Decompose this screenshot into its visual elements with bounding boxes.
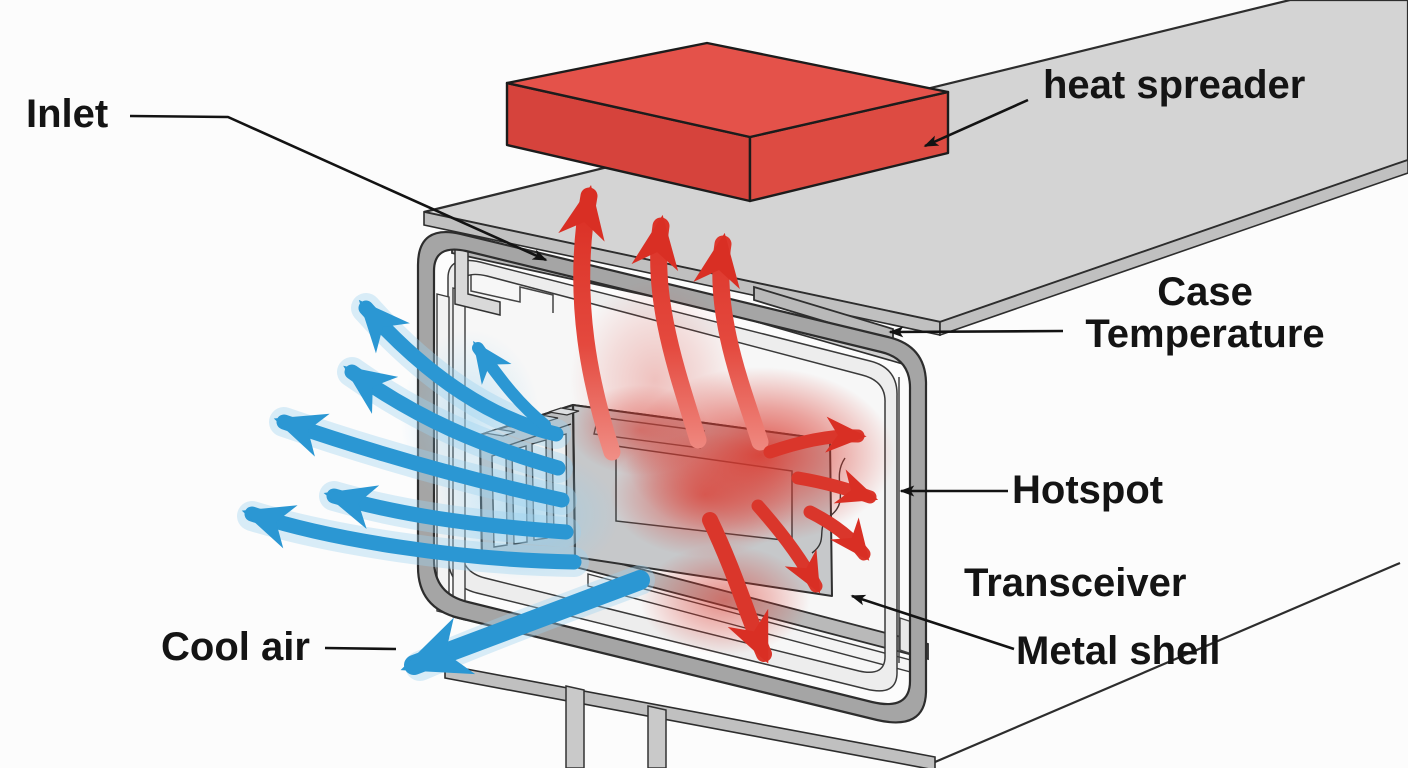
cool-air-arrow — [343, 364, 566, 476]
side-heat-arrow — [763, 416, 867, 459]
transceiver-label: Transceiver — [964, 561, 1187, 605]
leader-lines — [129, 98, 1064, 651]
metal-shell-label: Metal shell — [1016, 629, 1221, 673]
heat-flow-radiating — [702, 416, 879, 664]
cool-air-flow — [237, 293, 655, 681]
case-temperature-label-line2: Temperature — [1085, 312, 1325, 357]
rising-heat-arrow — [693, 232, 769, 451]
metal-shell-bezel — [416, 230, 928, 724]
case-temperature-leader-line — [888, 326, 1064, 338]
side-heat-arrow — [803, 505, 871, 561]
rising-heat-arrow — [558, 184, 621, 461]
cool-air-label: Cool air — [161, 625, 310, 669]
heat-spreader-leader-line — [923, 98, 1029, 148]
heat-spreader-label: heat spreader — [1043, 63, 1306, 107]
cool-air-leader-line — [324, 646, 397, 651]
rising-heat-arrow — [631, 214, 707, 449]
hotspot-label: Hotspot — [1012, 468, 1164, 512]
case-temperature-label-line1: Case — [1157, 270, 1253, 314]
case-temperature-label: Case Temperature — [1040, 271, 1370, 356]
heat-spreader-block — [505, 41, 950, 203]
bottom-plate-front-edge — [934, 561, 1401, 764]
mounting-post — [647, 705, 667, 768]
metal-shell-leader-line — [850, 594, 1015, 651]
inlet-leader-line — [129, 114, 548, 262]
heat-flow-rising — [558, 184, 769, 461]
cool-air-arrow — [273, 413, 570, 508]
bottom-plate — [444, 561, 1401, 768]
side-heat-arrow — [751, 499, 823, 594]
cool-air-arrow-inner — [472, 340, 551, 431]
cool-air-arrow — [358, 299, 564, 442]
side-heat-arrow — [791, 469, 879, 504]
cool-air-arrow-down — [400, 570, 650, 675]
mounting-post — [565, 685, 585, 768]
down-heat-arrow — [702, 512, 772, 664]
back-wall-notch-outline — [470, 261, 554, 313]
heat-spreader-top-face — [505, 41, 950, 139]
inlet-label: Inlet — [26, 92, 109, 136]
cool-air-arrow — [323, 485, 574, 540]
cool-air-arrow — [241, 505, 582, 570]
